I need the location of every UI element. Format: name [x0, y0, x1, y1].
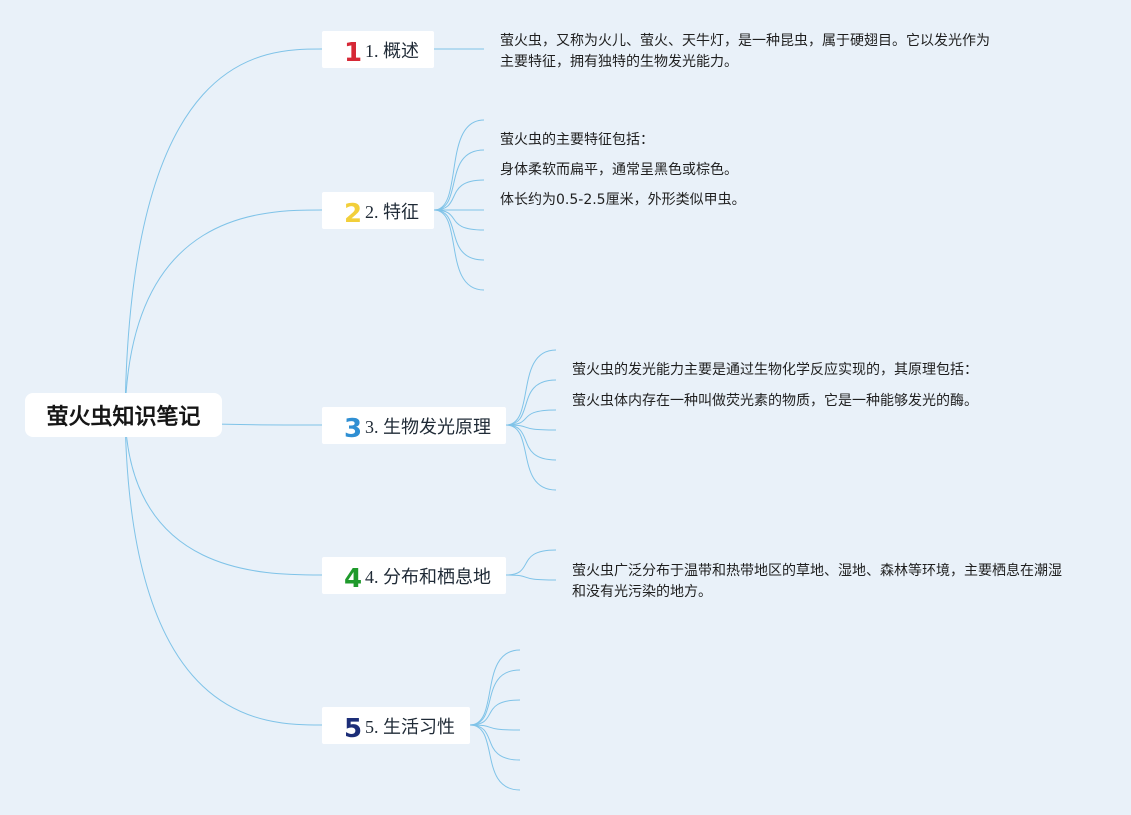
branch-connector: [469, 669, 521, 726]
branch-connector: [433, 209, 485, 291]
branch-connector: [469, 724, 521, 761]
branch-connector: [433, 209, 485, 261]
svg-text:5: 5: [344, 714, 362, 741]
root-connector: [124, 209, 323, 416]
branch-connector: [505, 349, 557, 426]
feature-item[interactable]: 体长约为0.5-2.5厘米，外形类似甲虫。: [500, 192, 746, 208]
branch-connector: [469, 724, 521, 791]
number-3-icon: 3: [342, 411, 364, 441]
topic-label: 2. 特征: [365, 201, 419, 222]
overview-line-1: 萤火虫，又称为火儿、萤火、天牛灯，是一种昆虫，属于硬翅目。它以发光作为: [500, 33, 990, 49]
topic-label: 3. 生物发光原理: [365, 416, 491, 437]
branch-connector: [433, 149, 485, 211]
overview-line-2: 主要特征，拥有独特的生物发光能力。: [500, 54, 738, 70]
branch-connector: [433, 209, 485, 231]
branch-connector: [469, 724, 521, 731]
root-title: 萤火虫知识笔记: [46, 405, 201, 430]
number-4-icon: 4: [342, 561, 364, 591]
branch-connector: [505, 549, 557, 576]
topic-label: 5. 生活习性: [365, 716, 455, 737]
feature-item[interactable]: 身体柔软而扁平，通常呈黑色或棕色。: [500, 162, 738, 178]
habitat-line-1: 萤火虫广泛分布于温带和热带地区的草地、湿地、森林等环境，主要栖息在潮湿: [572, 563, 1062, 579]
branch-connector: [505, 424, 557, 461]
root-connector: [124, 414, 323, 576]
branch-connector: [505, 424, 557, 491]
topic-bioluminescence[interactable]: 3 3. 生物发光原理: [322, 407, 506, 444]
topic-distribution-habitat[interactable]: 4 4. 分布和栖息地: [322, 557, 506, 594]
topic-label: 1. 概述: [365, 40, 419, 61]
branch-connector: [505, 409, 557, 426]
branch-connector: [433, 119, 485, 211]
root-node[interactable]: 萤火虫知识笔记: [25, 393, 222, 437]
luminescence-item[interactable]: 萤火虫的发光能力主要是通过生物化学反应实现的，其原理包括：: [572, 362, 978, 378]
root-connector: [124, 48, 323, 416]
habitat-text[interactable]: 萤火虫广泛分布于温带和热带地区的草地、湿地、森林等环境，主要栖息在潮湿 和没有光…: [572, 561, 1062, 603]
topic-overview[interactable]: 1 1. 概述: [322, 31, 434, 68]
branch-connector: [505, 574, 557, 581]
number-2-icon: 2: [342, 196, 364, 226]
luminescence-item[interactable]: 萤火虫体内存在一种叫做荧光素的物质，它是一种能够发光的酶。: [572, 393, 978, 409]
svg-text:3: 3: [344, 414, 362, 441]
topic-habits[interactable]: 5 5. 生活习性: [322, 707, 470, 744]
topic-features[interactable]: 2 2. 特征: [322, 192, 434, 229]
branch-connector: [505, 379, 557, 426]
number-5-icon: 5: [342, 711, 364, 741]
feature-item[interactable]: 萤火虫的主要特征包括：: [500, 132, 654, 148]
branch-connector: [469, 699, 521, 726]
branch-connector: [433, 179, 485, 211]
root-connector: [124, 414, 323, 726]
overview-text[interactable]: 萤火虫，又称为火儿、萤火、天牛灯，是一种昆虫，属于硬翅目。它以发光作为 主要特征…: [500, 31, 990, 73]
branch-connector: [505, 424, 557, 431]
svg-text:2: 2: [344, 199, 362, 226]
number-1-icon: 1: [342, 35, 364, 65]
svg-text:1: 1: [344, 38, 362, 65]
habitat-line-2: 和没有光污染的地方。: [572, 584, 712, 600]
svg-text:4: 4: [344, 564, 362, 591]
topic-label: 4. 分布和栖息地: [365, 566, 491, 587]
branch-connector: [469, 649, 521, 726]
